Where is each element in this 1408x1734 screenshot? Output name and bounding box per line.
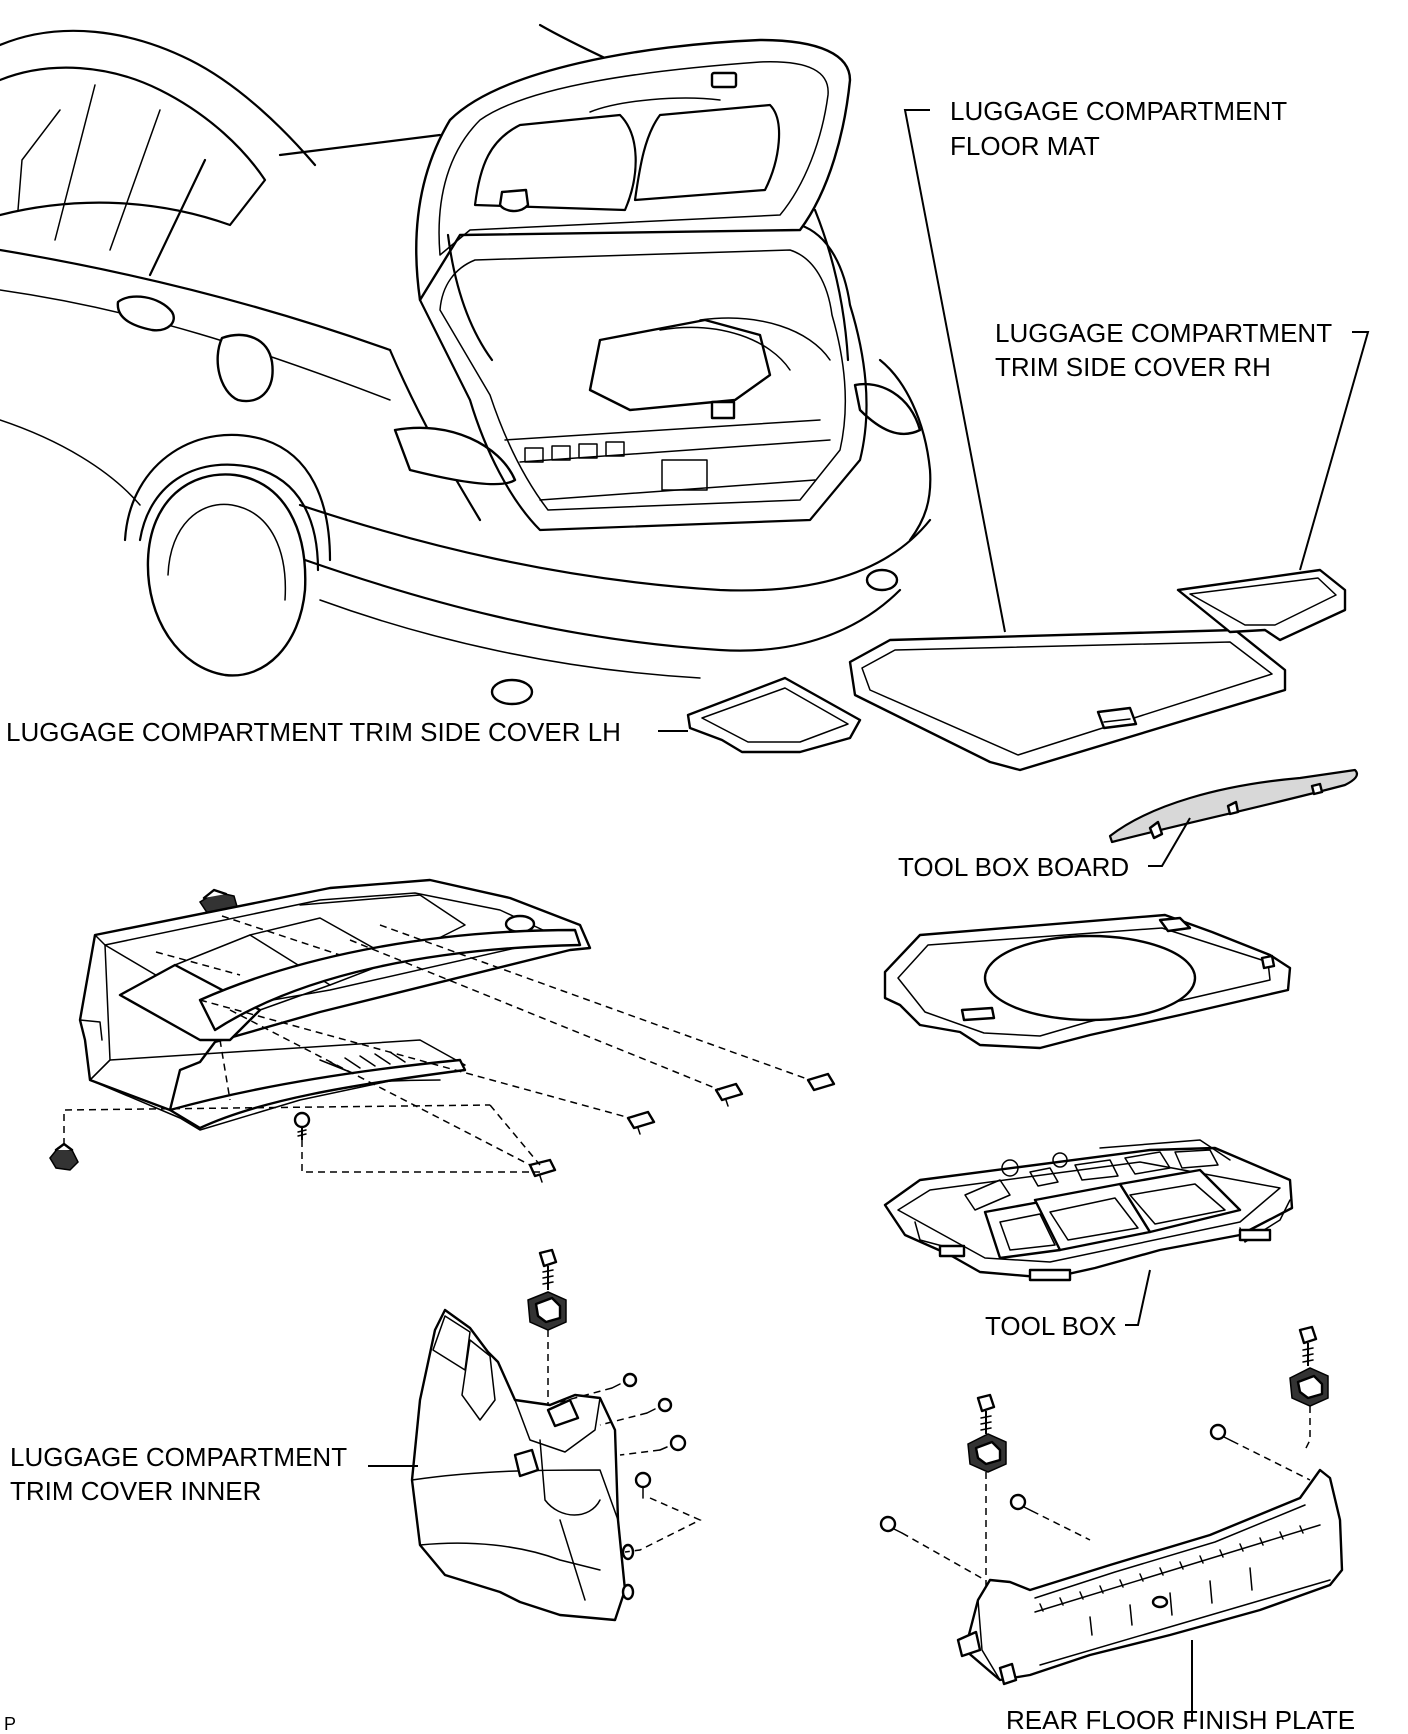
rear-floor-finish-plate: [879, 1325, 1344, 1686]
screw-inner-4: [634, 1471, 652, 1499]
label-tool-box: TOOL BOX: [985, 1311, 1117, 1341]
leader-lines: [368, 109, 1370, 1722]
screw-inner-1: [611, 1372, 638, 1389]
tool-box: [883, 1139, 1294, 1282]
clip-bottom-right-3: [806, 1072, 836, 1092]
svg-text:TRIM SIDE COVER RH: TRIM SIDE COVER RH: [995, 352, 1271, 382]
label-floor-mat: LUGGAGE COMPARTMENT FLOOR MAT: [950, 96, 1287, 161]
trim-side-cover-rh: [1176, 568, 1347, 642]
svg-text:TOOL BOX BOARD: TOOL BOX BOARD: [898, 852, 1129, 882]
svg-text:TRIM COVER INNER: TRIM COVER INNER: [10, 1476, 261, 1506]
screw-plate-2: [1009, 1493, 1033, 1512]
label-tool-box-board: TOOL BOX BOARD: [898, 852, 1129, 882]
svg-text:REAR FLOOR FINISH PLATE: REAR FLOOR FINISH PLATE: [1006, 1705, 1355, 1734]
trunk-floor-openings: [524, 441, 708, 491]
clip-bottom-mid: [528, 1158, 557, 1183]
svg-text:LUGGAGE COMPARTMENT: LUGGAGE COMPARTMENT: [995, 318, 1332, 348]
clip-bottom-right-1: [626, 1110, 656, 1135]
screw-plate-1: [1209, 1423, 1233, 1442]
clip-bottom-right-2: [714, 1082, 744, 1107]
screw-plate-3: [879, 1515, 903, 1534]
clip-screw: [293, 1111, 311, 1140]
spare-tire-cover-board: [883, 913, 1292, 1050]
vehicle-rear-view-illustration: [0, 23, 932, 706]
svg-text:TOOL BOX: TOOL BOX: [985, 1311, 1117, 1341]
label-side-cover-lh: LUGGAGE COMPARTMENT TRIM SIDE COVER LH: [6, 717, 621, 747]
trim-side-cover-lh: [686, 676, 862, 754]
tool-box-board: [1108, 768, 1359, 844]
screw-inner-2: [646, 1397, 673, 1414]
clip-bottom-left: [49, 1142, 79, 1171]
screw-inner-3: [659, 1434, 687, 1452]
luggage-compartment-floor-assembly: [49, 878, 836, 1183]
svg-text:FLOOR MAT: FLOOR MAT: [950, 131, 1100, 161]
label-rear-floor-finish-plate: REAR FLOOR FINISH PLATE: [1006, 1705, 1355, 1734]
trim-cover-inner: [410, 1248, 702, 1622]
luggage-compartment-floor-mat: [848, 628, 1287, 772]
svg-text:LUGGAGE COMPARTMENT: LUGGAGE COMPARTMENT: [950, 96, 1287, 126]
label-side-cover-rh: LUGGAGE COMPARTMENT TRIM SIDE COVER RH: [995, 318, 1332, 382]
svg-text:LUGGAGE COMPARTMENT: LUGGAGE COMPARTMENT: [10, 1442, 347, 1472]
corner-code: P: [4, 1714, 16, 1734]
svg-text:LUGGAGE COMPARTMENT TRIM SIDE: LUGGAGE COMPARTMENT TRIM SIDE COVER LH: [6, 717, 621, 747]
label-trim-cover-inner: LUGGAGE COMPARTMENT TRIM COVER INNER: [10, 1442, 347, 1506]
